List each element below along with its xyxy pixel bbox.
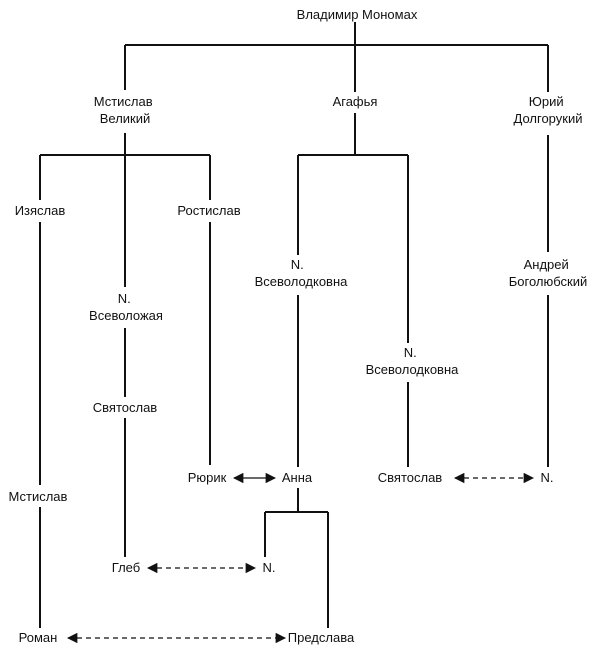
node-rostislav: Ростислав [177,203,240,218]
tree-lines [39,22,549,628]
marriage-links [66,472,535,644]
node-predslava: Предслава [288,630,355,645]
node-izyaslav: Изяслав [15,203,66,218]
node-mstislav: Мстислав [9,489,68,504]
node-n-right: N. [541,470,554,485]
node-anna: Анна [282,470,313,485]
node-n-mid: N. [263,560,276,575]
node-n-vsevolozhaya: N. Всеволожая [89,291,163,323]
node-vladimir: Владимир Мономах [297,7,418,22]
node-svyatoslav-2: Святослав [378,470,443,485]
node-agafya: Агафья [333,94,378,109]
node-roman: Роман [19,630,58,645]
node-andrei: Андрей Боголюбский [509,257,588,289]
node-n-vsevolodkovna-2: N. Всеволодковна [366,345,460,377]
node-svyatoslav-1: Святослав [93,400,158,415]
nodes: Владимир Мономах Мстислав Великий Агафья… [9,7,588,645]
node-n-vsevolodkovna-1: N. Всеволодковна [255,257,349,289]
node-ryurik: Рюрик [188,470,227,485]
node-gleb: Глеб [112,560,140,575]
node-yuri: Юрий Долгорукий [514,94,583,126]
node-mstislav-velikiy: Мстислав Великий [94,94,157,126]
